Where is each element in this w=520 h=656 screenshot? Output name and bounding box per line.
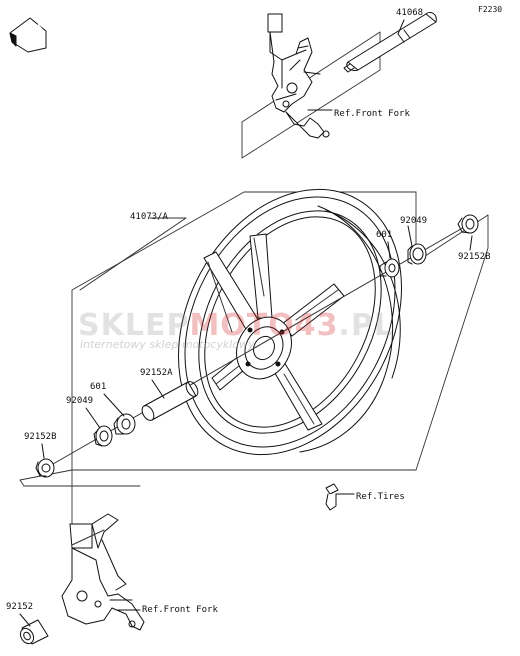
front-direction-arrow-icon bbox=[9, 17, 47, 53]
label-ref-tires: Ref.Tires bbox=[356, 492, 405, 502]
front-fork-bottom-part bbox=[61, 513, 145, 631]
label-92152b-top: 92152B bbox=[458, 252, 491, 262]
front-wheel-41073-part bbox=[178, 188, 402, 456]
axle-41068-part bbox=[343, 11, 437, 73]
label-41073a: 41073/A bbox=[130, 212, 168, 222]
bearing-601-bottom-part bbox=[113, 413, 136, 435]
leader-92152b-top bbox=[469, 235, 473, 251]
label-601-bottom: 601 bbox=[90, 382, 107, 392]
watermark-brand: SKLEPMOTO43.PL bbox=[78, 308, 395, 343]
label-ref-front-fork-bottom: Ref.Front Fork bbox=[142, 605, 218, 615]
fork-axle-outline bbox=[241, 31, 381, 159]
seal-92049-bottom-part bbox=[93, 425, 113, 447]
leader-92049-top bbox=[407, 225, 413, 247]
collar-92152b-bottom-part bbox=[35, 458, 55, 478]
lower-outline bbox=[19, 469, 73, 546]
bearing-601-top-part bbox=[379, 258, 400, 278]
leader-601-bottom bbox=[103, 393, 125, 417]
label-41068: 41068 bbox=[396, 8, 424, 18]
collar-92152-part bbox=[19, 619, 49, 645]
collar-92152b-top-part bbox=[457, 214, 479, 234]
label-92049-bottom: 92049 bbox=[66, 396, 94, 406]
leader-92152b-bottom bbox=[41, 443, 45, 459]
figure-code: F2230 bbox=[478, 5, 503, 14]
label-92049-top: 92049 bbox=[400, 216, 428, 226]
tire-valve-part bbox=[325, 483, 355, 511]
label-92152b-bottom: 92152B bbox=[24, 432, 57, 442]
leader-41068 bbox=[397, 19, 405, 35]
leader-41073 bbox=[79, 217, 187, 291]
label-601-top: 601 bbox=[376, 230, 393, 240]
leader-601-top bbox=[387, 241, 391, 259]
front-fork-top-part bbox=[267, 13, 330, 139]
leader-92152 bbox=[19, 613, 31, 627]
leader-92049-bottom bbox=[85, 407, 101, 429]
label-92152: 92152 bbox=[6, 602, 34, 612]
spacer-92152a-part bbox=[141, 381, 199, 421]
leader-92152a bbox=[151, 379, 165, 399]
label-ref-front-fork-top: Ref.Front Fork bbox=[334, 109, 410, 119]
seal-92049-top-part bbox=[407, 243, 427, 265]
label-92152a: 92152A bbox=[140, 368, 173, 378]
watermark-tagline: internetowy sklep motocyklowy bbox=[80, 338, 255, 351]
